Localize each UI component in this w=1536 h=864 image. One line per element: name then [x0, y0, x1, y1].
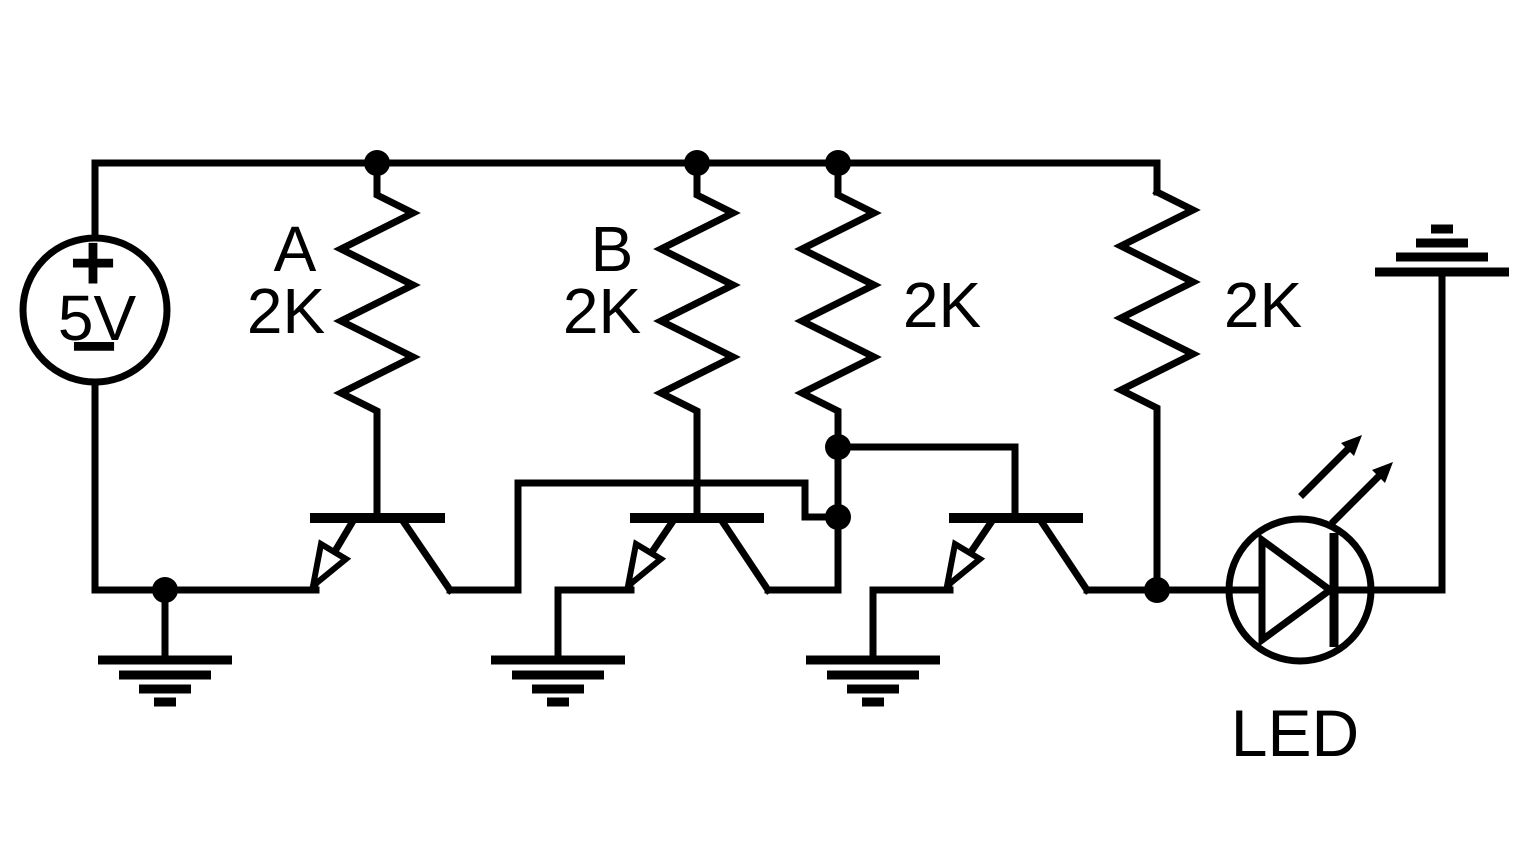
resistor-4-zigzag: [1113, 187, 1201, 594]
voltage-source-label: 5V: [58, 282, 137, 354]
voltage-source-negative-wire: [91, 378, 320, 594]
resistor-b-value: 2K: [563, 275, 641, 347]
transistor-2-emitter-arrow-icon: [623, 539, 667, 594]
resistor-a: A 2K: [247, 166, 421, 517]
junction-dot: [825, 150, 851, 176]
junction-dot: [825, 434, 851, 460]
transistor-2-emitter-wire: [554, 586, 635, 664]
junction-dot: [364, 150, 390, 176]
transistor-1-collector: [398, 516, 455, 595]
resistor-b: B 2K: [563, 166, 741, 517]
voltage-source: + 5V −: [19, 218, 320, 594]
junction-dot: [684, 150, 710, 176]
transistor-3: [869, 513, 1092, 664]
minus-icon: −: [71, 301, 118, 390]
resistor-b-label: B: [591, 213, 634, 285]
resistor-a-value: 2K: [247, 275, 325, 347]
transistor-2-collector: [717, 516, 773, 595]
power-rail-wire: [91, 159, 1161, 242]
transistor-2: [554, 513, 842, 664]
led-light-arrows-icon: [1298, 435, 1393, 526]
plus-icon: +: [70, 218, 117, 307]
led-circle: [1225, 515, 1375, 665]
junction-dot: [1144, 577, 1170, 603]
ground-supply-icon: [98, 588, 232, 707]
transistor-3-emitter-wire: [869, 586, 954, 664]
ground-t2-icon: [491, 655, 625, 707]
wire-t1-collector-to-node: [446, 479, 842, 594]
resistor-3-zigzag: [794, 166, 882, 594]
transistor-3-collector: [1036, 516, 1092, 595]
led-label: LED: [1231, 696, 1359, 770]
voltage-source-circle: [19, 234, 171, 386]
wire-node-to-t3-base: [834, 443, 1019, 517]
ground-top-right-icon: [1375, 224, 1509, 277]
resistor-4: 2K: [1113, 187, 1302, 594]
transistor-1: [308, 513, 455, 595]
resistor-4-value: 2K: [1224, 269, 1302, 341]
resistor-3: 2K: [794, 166, 981, 594]
junction-dot: [152, 577, 178, 603]
resistor-a-label: A: [274, 213, 317, 285]
transistor-3-emitter-arrow-icon: [942, 539, 986, 594]
resistor-b-zigzag: [653, 166, 741, 517]
transistor-1-emitter-arrow-icon: [308, 539, 352, 594]
led-diode-triangle: [1258, 533, 1336, 647]
junction-dot: [825, 504, 851, 530]
junction-dots: [152, 150, 1170, 603]
ground-t3-icon: [806, 655, 940, 707]
resistor-a-zigzag: [333, 166, 421, 517]
resistor-3-value: 2K: [903, 269, 981, 341]
led: LED: [1225, 435, 1393, 770]
